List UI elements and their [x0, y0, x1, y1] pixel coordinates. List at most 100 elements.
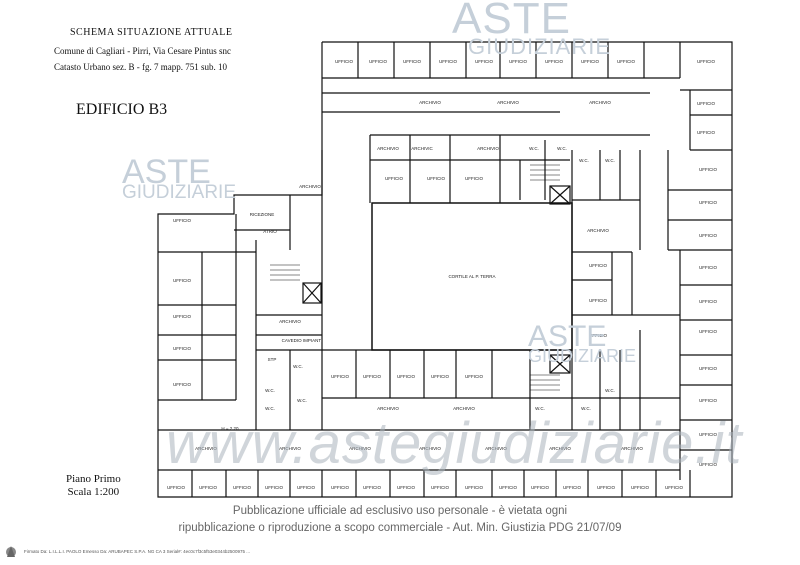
room-label: ARCHIVIO [589, 100, 611, 105]
room-label: W.C. [605, 158, 615, 163]
room-label: ARCHIVIO [485, 446, 507, 451]
room-label: UFFICIO [699, 432, 717, 437]
cadastral-line: Catasto Urbano sez. B - fg. 7 mapp. 751 … [54, 62, 227, 72]
room-label: W.C. [529, 146, 539, 151]
room-label: ARCHIVIO [377, 146, 399, 151]
room-label: ARCHIVIO [377, 406, 399, 411]
room-label: UFFICIO [427, 176, 445, 181]
room-label: UFFICIO [509, 59, 527, 64]
room-label: ARCHIVIC [411, 146, 433, 151]
room-label: UFFICIO [589, 333, 607, 338]
room-label: UFFICIO [699, 329, 717, 334]
room-label: UFFICIO [331, 485, 349, 490]
room-label: W.C. [265, 388, 275, 393]
room-label: W.C. [293, 364, 303, 369]
legal-notice: Pubblicazione ufficiale ad esclusivo uso… [150, 503, 650, 537]
room-label: UFFICIO [431, 485, 449, 490]
room-label: UFFICIO [173, 278, 191, 283]
watermark-brand: ASTE [122, 153, 211, 191]
plan-scale: Scala 1:200 [67, 486, 120, 498]
watermark-brand: ASTE [452, 0, 571, 43]
room-label: ARCHIVIO [419, 100, 441, 105]
drawing-title: SCHEMA SITUAZIONE ATTUALE [70, 27, 233, 38]
room-label: W.C. [535, 406, 545, 411]
room-label: UFFICIO [173, 346, 191, 351]
watermark-brand-sub: GIUDIZIARIE [528, 346, 637, 366]
room-label: ATRIO [263, 229, 277, 234]
room-label: ARCHIVIO [549, 446, 571, 451]
room-label: UFFICIO [597, 485, 615, 490]
room-label: W.C. [579, 158, 589, 163]
room-label: UFFICIO [563, 485, 581, 490]
room-label: UFFICIO [699, 398, 717, 403]
watermark-brand-sub: GIUDIZIARIE [122, 182, 237, 203]
room-label: UFFICIO [589, 298, 607, 303]
room-label: UFFICIO [331, 374, 349, 379]
room-label: STP [268, 357, 277, 362]
room-label: UFFICIO [363, 485, 381, 490]
room-label: ARCHIVIO [621, 446, 643, 451]
watermark-brand: ASTE [528, 320, 607, 353]
building-title: EDIFICIO B3 [76, 101, 168, 118]
room-label: UFFICIO [397, 374, 415, 379]
room-label: UFFICIO [699, 462, 717, 467]
room-label: UFFICIO [465, 374, 483, 379]
room-label: UFFICIO [465, 485, 483, 490]
room-label: ARCHIVIO [349, 446, 371, 451]
room-label: UFFICIO [697, 101, 715, 106]
room-label: UFFICIO [173, 382, 191, 387]
room-label: UFFICIO [699, 167, 717, 172]
notice-line-2: ripubblicazione o riproduzione a scopo c… [178, 522, 622, 534]
room-label: ARCHIVIO [279, 446, 301, 451]
room-label: UFFICIO [265, 485, 283, 490]
room-label: UFFICIO [531, 485, 549, 490]
room-label: UFFICIO [465, 176, 483, 181]
room-label: UFFICIO [589, 263, 607, 268]
address-line: Comune di Cagliari - Pirri, Via Cesare P… [54, 46, 232, 56]
room-label: UFFICIO [431, 374, 449, 379]
room-label: UFFICIO [581, 59, 599, 64]
room-label: UFFICIO [397, 485, 415, 490]
room-label: UFFICIO [199, 485, 217, 490]
room-label: W.C. [297, 398, 307, 403]
floor-name: Piano Primo [66, 473, 121, 485]
room-label: UFFICIO [699, 299, 717, 304]
floor-caption: Piano Primo Scala 1:200 [66, 473, 121, 499]
room-label: RICEZIONE [250, 212, 275, 217]
room-label: UFFICIO [699, 366, 717, 371]
watermark-brand-sub: GIUDIZIARIE [468, 34, 612, 59]
room-label: W.C. [265, 406, 275, 411]
room-label: UFFICIO [697, 130, 715, 135]
room-label: ARCHIVIO [299, 184, 321, 189]
room-label: ARCHIVIO [497, 100, 519, 105]
room-label: W.C. [605, 388, 615, 393]
room-label: UFFICIO [233, 485, 251, 490]
room-label: UFFICIO [363, 374, 381, 379]
room-label: UFFICIO [173, 218, 191, 223]
room-label: ARCHIVIO [453, 406, 475, 411]
room-label: UFFICIO [335, 59, 353, 64]
room-label: UFFICIO [665, 485, 683, 490]
room-label: UFFICIO [699, 233, 717, 238]
room-label: UFFICIO [545, 59, 563, 64]
watermark-url: www.astegiudiziarie.it [166, 411, 743, 476]
room-label: CAVEDIO IMPIANTI [282, 338, 323, 343]
room-label: UFFICIO [699, 265, 717, 270]
room-label: ARCHIVIO [477, 146, 499, 151]
room-label: W.C. [581, 406, 591, 411]
room-label: UFFICIO [173, 314, 191, 319]
room-label: UFFICIO [167, 485, 185, 490]
room-label: UFFICIO [697, 59, 715, 64]
room-label: UFFICIO [385, 176, 403, 181]
room-label: ARCHIVIO [419, 446, 441, 451]
courtyard-label: CORTILE AL P. TERRA [448, 274, 495, 279]
room-label: UFFICIO [617, 59, 635, 64]
room-label: ARCHIVIO [587, 228, 609, 233]
room-label: UFFICIO [403, 59, 421, 64]
room-labels: UFFICIO UFFICIO UFFICIO UFFICIO UFFICIO … [167, 59, 717, 490]
room-label: ARCHIVIO [195, 446, 217, 451]
notice-line-1: Pubblicazione ufficiale ad esclusivo uso… [232, 505, 568, 517]
room-label: UFFICIO [439, 59, 457, 64]
